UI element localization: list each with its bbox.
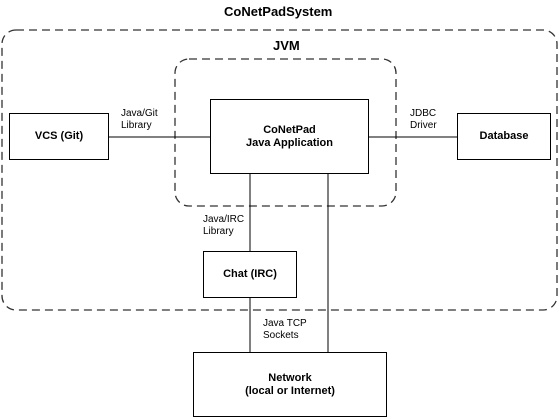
database-box: Database (457, 113, 551, 160)
jdbc-driver-label: JDBC Driver (410, 108, 437, 131)
diagram-title: CoNetPadSystem (224, 4, 333, 19)
database-label: Database (479, 130, 529, 142)
network-box: Network (local or Internet) (193, 352, 387, 417)
network-scope: (local or Internet) (245, 384, 335, 397)
git-library-label: Java/Git Library (121, 108, 158, 131)
irc-library-label: Java/IRC Library (203, 214, 245, 237)
vcs-git-label: VCS (Git) (34, 130, 84, 142)
app-name: CoNetPad (263, 123, 316, 136)
chat-irc-label: Chat (IRC) (223, 268, 277, 280)
jvm-boundary (174, 58, 397, 207)
tcp-sockets-label: Java TCP Sockets (263, 318, 307, 341)
vcs-git-box: VCS (Git) (9, 113, 109, 160)
jvm-label: JVM (273, 38, 300, 53)
app-type: Java Application (245, 136, 333, 149)
conetpad-app-box: CoNetPad Java Application (210, 99, 369, 174)
chat-irc-box: Chat (IRC) (203, 251, 297, 298)
system-boundary (1, 29, 558, 311)
network-name: Network (268, 371, 312, 384)
